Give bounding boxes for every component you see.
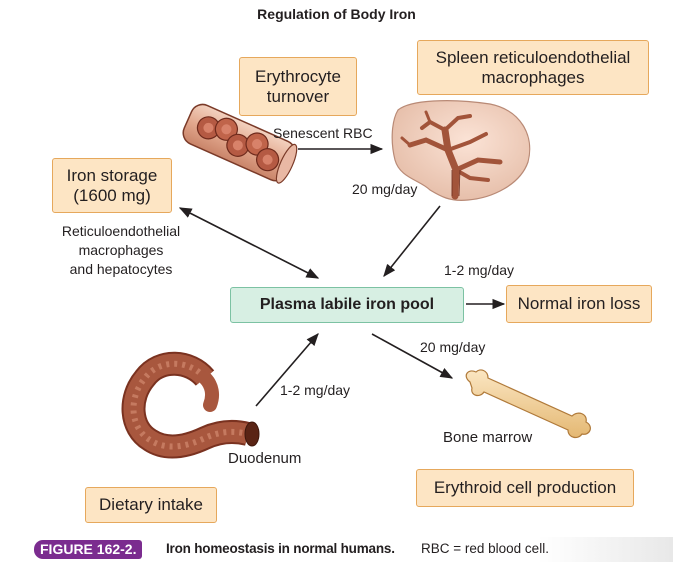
diagram-title: Regulation of Body Iron bbox=[257, 6, 416, 22]
red-blood-cell-vessel-illustration bbox=[182, 103, 298, 184]
duodenum-illustration bbox=[121, 351, 260, 459]
arrow-duodenum-to-pool bbox=[255, 333, 319, 407]
arrow-spleen-to-pool bbox=[383, 205, 441, 277]
plasma-labile-iron-pool-box: Plasma labile iron pool bbox=[230, 287, 464, 323]
dietary-intake-box: Dietary intake bbox=[85, 487, 217, 523]
duodenum-flow-label: 1-2 mg/day bbox=[280, 382, 351, 398]
arrow-pool-to-marrow bbox=[371, 333, 454, 379]
spleen-macrophages-box: Spleen reticuloendothelial macrophages bbox=[417, 40, 649, 95]
spleen-flow-label: 20 mg/day bbox=[352, 181, 418, 197]
marrow-flow-label: 20 mg/day bbox=[420, 339, 486, 355]
bone-illustration bbox=[465, 369, 591, 439]
bone-marrow-label: Bone marrow bbox=[443, 429, 533, 446]
caption-bold-text: Iron homeostasis in normal humans. bbox=[166, 541, 395, 556]
iron-storage-box: Iron storage (1600 mg) bbox=[52, 158, 172, 213]
caption-text: RBC = red blood cell. bbox=[421, 541, 549, 556]
spleen-illustration bbox=[391, 100, 531, 201]
arrow-storage-pool bbox=[178, 207, 320, 279]
storage-cells-label: Reticuloendothelial macrophages and hepa… bbox=[61, 223, 181, 277]
figure-tag: FIGURE 162-2. bbox=[34, 540, 143, 559]
duodenum-label: Duodenum bbox=[228, 450, 302, 467]
loss-flow-label: 1-2 mg/day bbox=[444, 262, 515, 278]
erythrocyte-turnover-box: Erythrocyte turnover bbox=[239, 57, 357, 116]
normal-iron-loss-box: Normal iron loss bbox=[506, 285, 652, 323]
senescent-rbc-label: Senescent RBC bbox=[273, 125, 373, 141]
figure-caption: FIGURE 162-2. Iron homeostasis in normal… bbox=[0, 537, 673, 562]
flow-arrows bbox=[178, 143, 506, 407]
erythroid-cell-production-box: Erythroid cell production bbox=[416, 469, 634, 507]
